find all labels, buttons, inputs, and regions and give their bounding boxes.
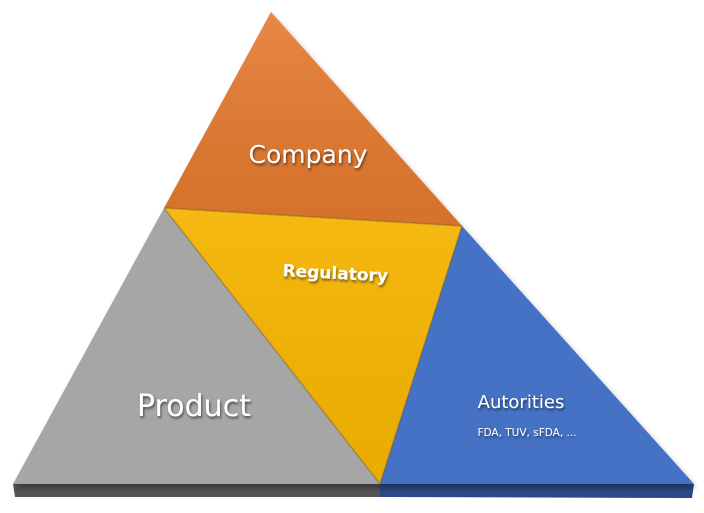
- authorities-base-edge: [380, 484, 694, 498]
- authorities-segment: [380, 226, 694, 484]
- product-segment: [13, 208, 380, 484]
- company-bevel: [164, 12, 462, 226]
- authorities-sublabel: FDA, TUV, sFDA, ...: [477, 427, 576, 439]
- company-label: Company: [249, 140, 368, 169]
- regulatory-bevel: [164, 208, 462, 484]
- product-base-edge: [13, 484, 380, 497]
- segment-divider-lines: [163, 207, 464, 486]
- product-label: Product: [137, 389, 251, 424]
- authorities-label: Autorities: [478, 392, 565, 413]
